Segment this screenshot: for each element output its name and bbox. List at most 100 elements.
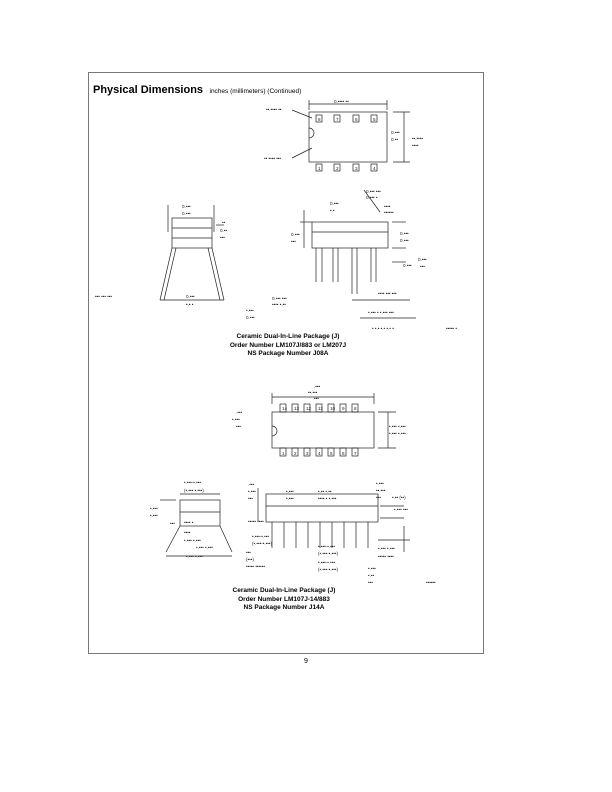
svg-text:••.••••: ••.•••• (412, 136, 423, 141)
svg-text:•••: ••• (170, 521, 175, 526)
svg-text:12: 12 (306, 406, 312, 411)
svg-text:•••: ••• (314, 396, 319, 401)
svg-text:0.•••: 0.••• (291, 232, 300, 237)
svg-text:5: 5 (330, 451, 333, 456)
svg-text:3: 3 (355, 166, 358, 171)
svg-text:•••: ••• (236, 424, 241, 429)
svg-text:••••••: •••••• (384, 210, 394, 215)
svg-text:•••: ••• (376, 495, 381, 500)
svg-text:14: 14 (282, 406, 288, 411)
svg-text:3: 3 (306, 451, 309, 456)
section-title: Physical Dimensions (93, 84, 204, 96)
package-caption-j08a: Ceramic Dual-In-Line Package (J) Order N… (168, 333, 408, 359)
package-caption-j14a: Ceramic Dual-In-Line Package (J) Order N… (164, 587, 404, 613)
svg-text:(•.•••-•.•••): (•.•••-•.•••) (318, 567, 338, 572)
svg-text:•.•••: •.••• (150, 506, 158, 511)
svg-text:9: 9 (342, 406, 345, 411)
svg-text:••••• ••••: ••••• •••• (248, 519, 264, 524)
page-number: 9 (304, 658, 308, 665)
svg-text:2: 2 (294, 451, 297, 456)
svg-text:0.•••: 0.••• (186, 294, 195, 299)
svg-text:•.•••: •.••• (248, 489, 256, 494)
svg-text:(•.•••-•.•••): (•.•••-•.•••) (318, 551, 338, 556)
svg-text:0.•••: 0.••• (391, 130, 400, 135)
j14a-top-view (271, 393, 396, 457)
svg-text:(•.••• •.•••): (•.••• •.•••) (184, 488, 204, 493)
svg-text:10: 10 (330, 406, 336, 411)
svg-text:.•••: .••• (248, 482, 254, 487)
svg-text:•.••• •••: •.••• ••• (394, 507, 408, 512)
caption-line: NS Package Number J14A (243, 604, 325, 611)
svg-text:0.•••• ••: 0.•••• •• (334, 99, 349, 104)
svg-text:••••: •••• (184, 530, 191, 535)
svg-text:0.•••: 0.••• (403, 263, 412, 268)
svg-text:5: 5 (373, 117, 376, 122)
svg-text:•.•••: •.••• (232, 417, 240, 422)
svg-text:•••: ••• (291, 239, 296, 244)
svg-text:0.•••: 0.••• (400, 238, 409, 243)
svg-text:•.•• (••): •.•• (••) (392, 495, 406, 500)
svg-text:•••: ••• (246, 550, 251, 555)
svg-text:•• •••• •••: •• •••• ••• (264, 156, 281, 161)
svg-text:0.•••: 0.••• (418, 257, 427, 262)
svg-text:••• ••• •••: ••• ••• ••• (95, 294, 112, 299)
svg-text:••••.• •.•••: ••••.• •.••• (318, 496, 337, 501)
svg-text:13: 13 (294, 406, 300, 411)
caption-line: Ceramic Dual-In-Line Package (J) (236, 333, 340, 340)
svg-text:•.•••-•.•••: •.•••-•.••• (184, 480, 201, 485)
svg-text:8: 8 (318, 117, 321, 122)
svg-text:•.•••-•.•••: •.•••-•.••• (318, 544, 335, 549)
svg-text:•.•••: •.••• (150, 513, 158, 518)
svg-text:•.••• •.•••: •.••• •.••• (186, 554, 203, 559)
svg-text:6: 6 (342, 451, 345, 456)
svg-text:••: •• (222, 220, 226, 225)
svg-text:•••• •.••: •••• •.•• (272, 302, 286, 307)
svg-text:•.•• •.••: •.•• •.•• (318, 489, 332, 494)
svg-text:•.••• • •.••• •••: •.••• • •.••• ••• (368, 310, 394, 315)
svg-text:•••: ••• (220, 235, 225, 240)
svg-text:4: 4 (318, 451, 321, 456)
svg-text:••••••: •••••• (426, 580, 436, 585)
caption-line: Order Number LM107J/883 or LM207J (229, 341, 347, 349)
svg-text:•.••• •.•••: •.••• •.••• (389, 424, 406, 429)
svg-text:8: 8 (354, 406, 357, 411)
svg-text:•.•••: •.••• (376, 481, 384, 486)
caption-line: NS Package Number J08A (247, 350, 329, 357)
svg-text:••.•••: ••.••• (308, 390, 318, 395)
svg-text:•.•: •.• (330, 208, 335, 213)
svg-text:0.••: 0.•• (391, 137, 398, 142)
caption-line: Order Number LM107J-14/883 (238, 595, 330, 603)
svg-text:(•.•••-•.•••): (•.•••-•.•••) (252, 541, 272, 546)
svg-text:6: 6 (355, 117, 358, 122)
svg-text:11: 11 (318, 406, 323, 411)
svg-text:••••: •••• (412, 143, 419, 148)
svg-text:0.•••: 0.••• (246, 315, 255, 320)
svg-text:••••• ••••: ••••• •••• (378, 554, 394, 559)
svg-text:••••• •: ••••• • (446, 326, 457, 331)
svg-text:.•••: .••• (236, 410, 242, 415)
svg-text:0.•••: 0.••• (400, 231, 409, 236)
j08a-top-view (291, 100, 410, 172)
svg-text:0.•••: 0.••• (182, 211, 191, 216)
svg-text:•••: ••• (248, 496, 253, 501)
page-frame (88, 72, 484, 654)
svg-text:7: 7 (336, 117, 339, 122)
j08a-side-view (300, 189, 416, 319)
svg-text:••.•••• ••: ••.•••• •• (266, 107, 282, 112)
svg-text:0.••: 0.•• (220, 228, 227, 233)
svg-text:••••• ••••••: ••••• •••••• (246, 564, 265, 569)
svg-text:4: 4 (373, 166, 376, 171)
svg-text:••.•••: ••.••• (376, 488, 386, 493)
svg-text:7: 7 (354, 451, 357, 456)
svg-text:.•••: .••• (314, 384, 320, 389)
svg-text:•.••• •.•••: •.••• •.••• (196, 545, 213, 550)
svg-text:•.•••: •.••• (246, 308, 254, 313)
svg-text:0.••• •: 0.••• • (366, 195, 378, 200)
svg-text:(•••): (•••) (246, 557, 254, 562)
section-header: Physical Dimensions inches (millimeters)… (93, 80, 301, 98)
svg-text:••••: •••• (384, 204, 391, 209)
svg-text:•••: ••• (368, 580, 373, 585)
svg-text:0.••• •••: 0.••• ••• (366, 189, 381, 194)
svg-text:•.•••: •.••• (368, 566, 376, 571)
